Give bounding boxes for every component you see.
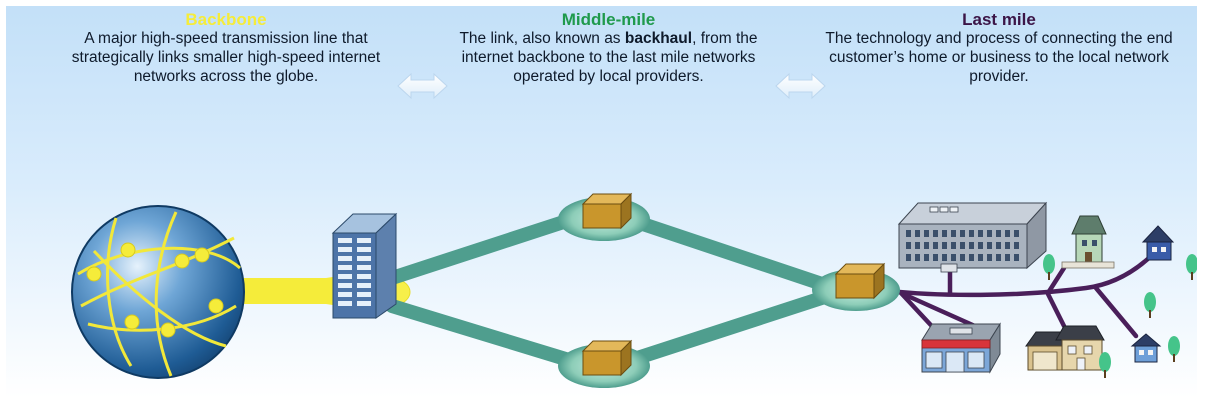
- last-mile-caption: Last mile The technology and process of …: [814, 10, 1184, 86]
- tree-icon: [1144, 292, 1156, 318]
- middle-mile-description-start: The link, also known as: [459, 30, 625, 47]
- middle-mile-description-end: , from the internet backbone to the last…: [461, 30, 758, 85]
- tree-icon: [1043, 254, 1055, 280]
- last-mile-description: The technology and process of connecting…: [825, 30, 1173, 85]
- middle-mile-description-bold: backhaul: [624, 30, 693, 47]
- house-icon: [1130, 333, 1162, 363]
- network-node-box-icon: [581, 339, 633, 377]
- double-arrow-icon: [775, 72, 826, 100]
- middle-mile-title: Middle-mile: [561, 10, 656, 29]
- backbone-description: A major high-speed transmission line tha…: [71, 30, 381, 85]
- house-icon: [1141, 225, 1175, 261]
- diagram-frame: Backbone A major high-speed transmission…: [6, 6, 1197, 398]
- house-icon: [1025, 325, 1105, 371]
- tree-icon: [1099, 352, 1111, 378]
- globe-icon: [71, 205, 245, 379]
- network-node-bottom: [558, 339, 650, 388]
- office-building-icon: [897, 201, 1048, 273]
- tree-icon: [1186, 254, 1197, 280]
- house-icon: [1061, 215, 1115, 269]
- network-node-box-icon: [581, 192, 633, 230]
- middle-mile-links: [385, 209, 841, 371]
- network-diagram: [71, 72, 1197, 388]
- store-icon: [921, 322, 1001, 374]
- network-node-box-icon: [834, 262, 886, 300]
- backbone-title: Backbone: [185, 10, 267, 29]
- last-mile-title: Last mile: [962, 10, 1036, 29]
- network-node-right: [812, 262, 900, 311]
- network-node-top: [558, 192, 650, 241]
- data-center-building-icon: [331, 212, 398, 319]
- backbone-caption: Backbone A major high-speed transmission…: [46, 10, 406, 86]
- middle-mile-caption: Middle-mile The link, also known as back…: [436, 10, 781, 86]
- double-arrow-icon: [397, 72, 448, 100]
- tree-icon: [1168, 336, 1180, 362]
